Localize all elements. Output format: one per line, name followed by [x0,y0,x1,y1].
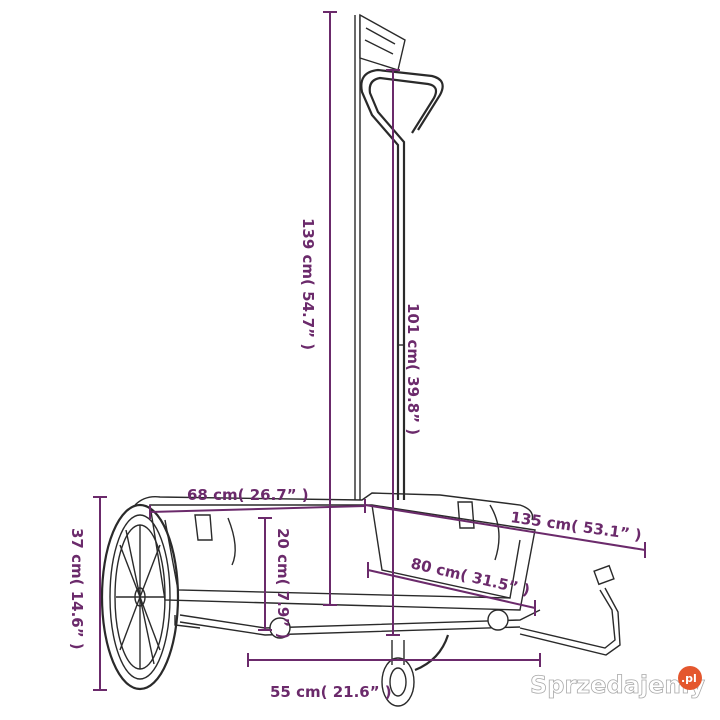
trailer-body [134,492,541,636]
watermark-badge-icon [678,666,702,690]
watermark-logo: Sprzedajemy .pl [530,666,706,699]
tow-bar [174,564,621,656]
flag-icon [359,13,406,71]
dim-wheel-height: 37 cm( 14.6” ) [68,528,86,650]
dim-total-height: 139 cm( 54.7” ) [299,218,317,350]
flag-pole [354,13,406,500]
watermark-tld: .pl [681,672,697,685]
large-wheel [100,503,450,691]
dimension-lines [93,11,646,691]
dim-handle-height: 101 cm( 39.8” ) [404,303,422,435]
dim-bed-width: 55 cm( 21.6” ) [270,683,392,701]
push-handle [360,68,444,500]
dim-width: 68 cm( 26.7” ) [187,486,309,504]
hitch-icon [593,564,615,586]
small-wheels [269,609,509,707]
watermark-text: Sprzedajemy [530,671,705,699]
dim-side-height: 20 cm( 7.9” ) [274,528,292,639]
